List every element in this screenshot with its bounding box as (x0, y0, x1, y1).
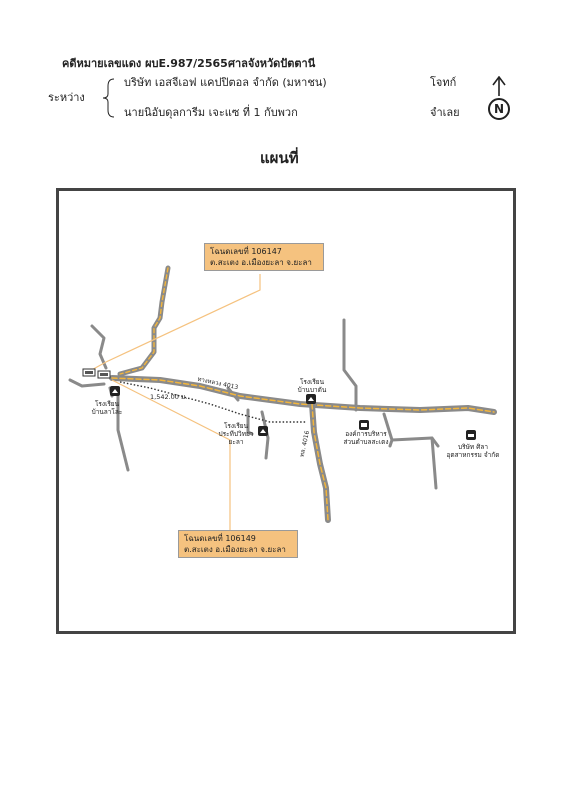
distance-label: 1,542.00 ม. (150, 393, 188, 401)
school-prateep-label: โรงเรียน ประทีปวิทยา ยะลา (214, 422, 258, 446)
plot-callout-106149: โฉนดเลขที่ 106149 ต.สะเตง อ.เมืองยะลา จ.… (178, 530, 298, 558)
party2-role: จำเลย (430, 106, 460, 119)
school-banlalo-label: โรงเรียน บ้านลาโละ (82, 400, 132, 416)
plot-callout-106147: โฉนดเลขที่ 106147 ต.สะเตง อ.เมืองยะลา จ.… (204, 243, 324, 271)
label-line: บริษัท ศิลา (457, 443, 488, 451)
label-line: โรงเรียน (94, 400, 120, 408)
label-line: โรงเรียน (223, 422, 249, 430)
label-line: อุตสาหกรรม จำกัด (446, 451, 500, 459)
north-letter: N (494, 102, 505, 116)
court-name: ศาลจังหวัดปัตตานี (228, 57, 316, 70)
brace-icon (102, 78, 115, 118)
label-line: บ้านบาตัน (297, 386, 327, 394)
callout-line1: โฉนดเลขที่ 106147 (210, 247, 282, 256)
school-batan-label: โรงเรียน บ้านบาตัน (290, 378, 334, 394)
callout-line2: ต.สะเตง อ.เมืองยะลา จ.ยะลา (184, 545, 286, 554)
party2-name: นายนิอับดุลการีม เจะแซ ที่ 1 กับพวก (124, 106, 298, 119)
callout-line2: ต.สะเตง อ.เมืองยะลา จ.ยะลา (210, 258, 312, 267)
between-label: ระหว่าง (48, 91, 85, 104)
page-title: แผนที่ (260, 149, 299, 167)
map-frame (56, 188, 516, 634)
label-line: องค์การบริหาร (345, 430, 387, 438)
school-icon (258, 426, 268, 436)
label-line: ส่วนตำบลสะเตง (343, 438, 389, 446)
callout-line1: โฉนดเลขที่ 106149 (184, 534, 256, 543)
label-line: ยะลา (228, 438, 244, 446)
party1-name: บริษัท เอสจีเอฟ แคปปิตอล จำกัด (มหาชน) (124, 76, 327, 89)
school-icon (110, 386, 120, 396)
company-label: บริษัท ศิลา อุตสาหกรรม จำกัด (440, 443, 506, 459)
sao-label: องค์การบริหาร ส่วนตำบลสะเตง (336, 430, 396, 446)
north-arrow-icon (488, 76, 510, 120)
label-line: บ้านลาโละ (91, 408, 123, 416)
government-office-icon (359, 420, 369, 430)
party1-role: โจทก์ (430, 76, 457, 89)
label-line: โรงเรียน (299, 378, 325, 386)
case-number: คดีหมายเลขแดง ผบE.987/2565 (62, 57, 228, 70)
school-icon (306, 394, 316, 404)
label-line: ประทีปวิทยา (218, 430, 254, 438)
factory-icon (466, 430, 476, 440)
